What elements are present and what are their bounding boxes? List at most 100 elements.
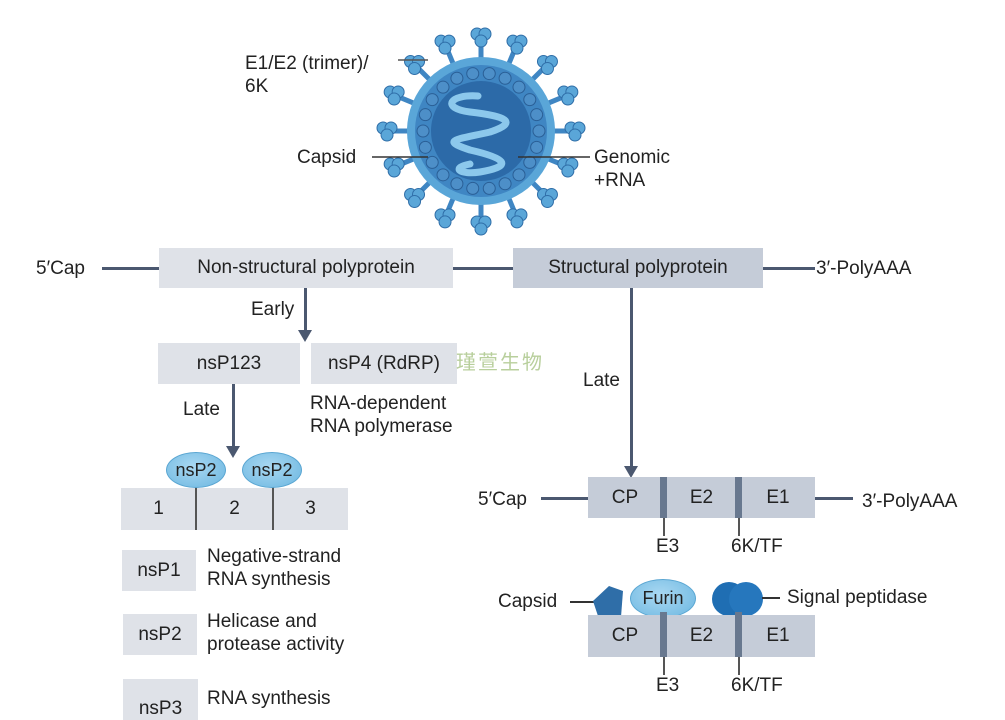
- genome-line-right: [763, 267, 815, 270]
- capsid-pointer-line: [570, 601, 598, 603]
- structural-line-left: [541, 497, 588, 500]
- processed-e3-junction: [660, 612, 667, 657]
- capsid-protease-icon: [593, 586, 623, 619]
- five-prime-cap-label: 5′Cap: [36, 258, 85, 279]
- cleavage-site-2: [272, 478, 274, 530]
- late-arrow-head-nonstructural: [226, 446, 240, 458]
- capsomer: [530, 140, 544, 154]
- spike-head: [408, 62, 422, 76]
- legend-nsp1-box: nsP1: [122, 550, 196, 591]
- furin-protease: Furin: [630, 579, 696, 618]
- three-prime-polya-label: 3′-PolyAAA: [816, 258, 912, 279]
- capsomer: [436, 168, 450, 182]
- legend-nsp2-desc: Helicase and protease activity: [207, 611, 345, 655]
- spike-head: [387, 164, 401, 178]
- nonstructural-polyprotein-box: Non-structural polyprotein: [159, 248, 453, 288]
- e3-label: E3: [656, 536, 680, 557]
- capsomer: [450, 71, 464, 85]
- early-arrow-shaft: [304, 288, 307, 332]
- legend-nsp1-desc: Negative-strand RNA synthesis: [207, 546, 342, 590]
- capsomer: [436, 80, 450, 94]
- capsomer: [425, 155, 439, 169]
- capsomers: [416, 67, 546, 195]
- spike-head: [540, 62, 554, 76]
- glycoprotein-label: E1/E2 (trimer)/ 6K: [245, 53, 369, 97]
- processed-e3-tick: [663, 657, 665, 675]
- structural-polyprotein-box: Structural polyprotein: [513, 248, 763, 288]
- signal-peptidase-pointer-line: [762, 597, 780, 599]
- genomic-rna-label: Genomic +RNA: [594, 147, 671, 191]
- capsomer: [498, 177, 512, 191]
- late-label-structural: Late: [583, 370, 620, 391]
- segment-cp: CP: [611, 486, 639, 508]
- processed-e3-label: E3: [656, 675, 680, 696]
- 6k-tf-junction: [735, 477, 742, 518]
- capsomer: [512, 80, 526, 94]
- capsomer: [466, 67, 480, 81]
- spike-head: [438, 41, 452, 55]
- spike-head: [510, 215, 524, 229]
- structural-three-prime-label: 3′-PolyAAA: [862, 491, 958, 512]
- spike-head: [568, 128, 582, 142]
- segment-3: 3: [305, 498, 316, 519]
- capsid-label: Capsid: [297, 147, 357, 168]
- late-arrow-shaft-nonstructural: [232, 384, 235, 448]
- late-arrow-head-structural: [624, 466, 638, 478]
- genomic-rna-icon: [448, 92, 510, 177]
- 6k-tick: [738, 518, 740, 536]
- processed-structural-segments: CP E2 E1: [588, 615, 815, 657]
- legend-nsp2-box: nsP2: [123, 614, 197, 655]
- processed-segment-e1: E1: [766, 625, 790, 646]
- segment-e1: E1: [766, 486, 790, 508]
- structural-segments: CP E2 E1: [588, 477, 815, 518]
- signal-peptidase-label: Signal peptidase: [787, 587, 928, 608]
- 6k-tf-label: 6K/TF: [731, 536, 783, 557]
- spike-head: [438, 215, 452, 229]
- nsp123-segments: 1 2 3: [121, 488, 348, 530]
- late-arrow-shaft-structural: [630, 288, 633, 468]
- capsid-protease-label: Capsid: [498, 591, 558, 612]
- processed-segment-cp: CP: [611, 625, 639, 646]
- capsomer: [523, 155, 537, 169]
- capsomer: [498, 71, 512, 85]
- watermark: 瑾萱生物: [456, 350, 544, 374]
- nsp4-box: nsP4 (RdRP): [311, 343, 457, 384]
- capsomer: [482, 67, 496, 81]
- capsomer: [466, 181, 480, 195]
- virion-illustration: [372, 27, 590, 236]
- spike-head: [380, 128, 394, 142]
- structural-five-prime-label: 5′Cap: [478, 489, 527, 510]
- spike-head: [540, 194, 554, 208]
- late-label-nonstructural: Late: [183, 399, 220, 420]
- spike-head: [561, 92, 575, 106]
- nsp4-description: RNA-dependent RNA polymerase: [310, 393, 453, 437]
- spike-head: [510, 41, 524, 55]
- capsomer: [416, 124, 430, 138]
- signal-peptidase-icon: [712, 582, 763, 616]
- early-arrow-head: [298, 330, 312, 342]
- capsomer: [418, 140, 432, 154]
- capsomer: [512, 168, 526, 182]
- capsomer: [532, 124, 546, 138]
- e3-junction: [660, 477, 667, 518]
- e3-tick: [663, 518, 665, 536]
- processed-segment-e2: E2: [689, 625, 714, 646]
- segment-e2: E2: [689, 486, 714, 508]
- nsp123-box: nsP123: [158, 343, 300, 384]
- spike-head: [561, 164, 575, 178]
- capsomer: [418, 108, 432, 122]
- early-label: Early: [251, 299, 295, 320]
- capsomer: [482, 181, 496, 195]
- legend-nsp3-box: nsP3: [123, 679, 198, 720]
- segment-2: 2: [229, 498, 240, 519]
- spike-head: [474, 222, 488, 236]
- spike-head: [474, 34, 488, 48]
- processed-6k-tick: [738, 657, 740, 675]
- capsomer: [530, 108, 544, 122]
- capsomer: [523, 93, 537, 107]
- spike-head: [408, 194, 422, 208]
- capsomer: [450, 177, 464, 191]
- nsp2-protease-2: nsP2: [242, 452, 302, 488]
- spike-head: [387, 92, 401, 106]
- cleavage-site-1: [195, 478, 197, 530]
